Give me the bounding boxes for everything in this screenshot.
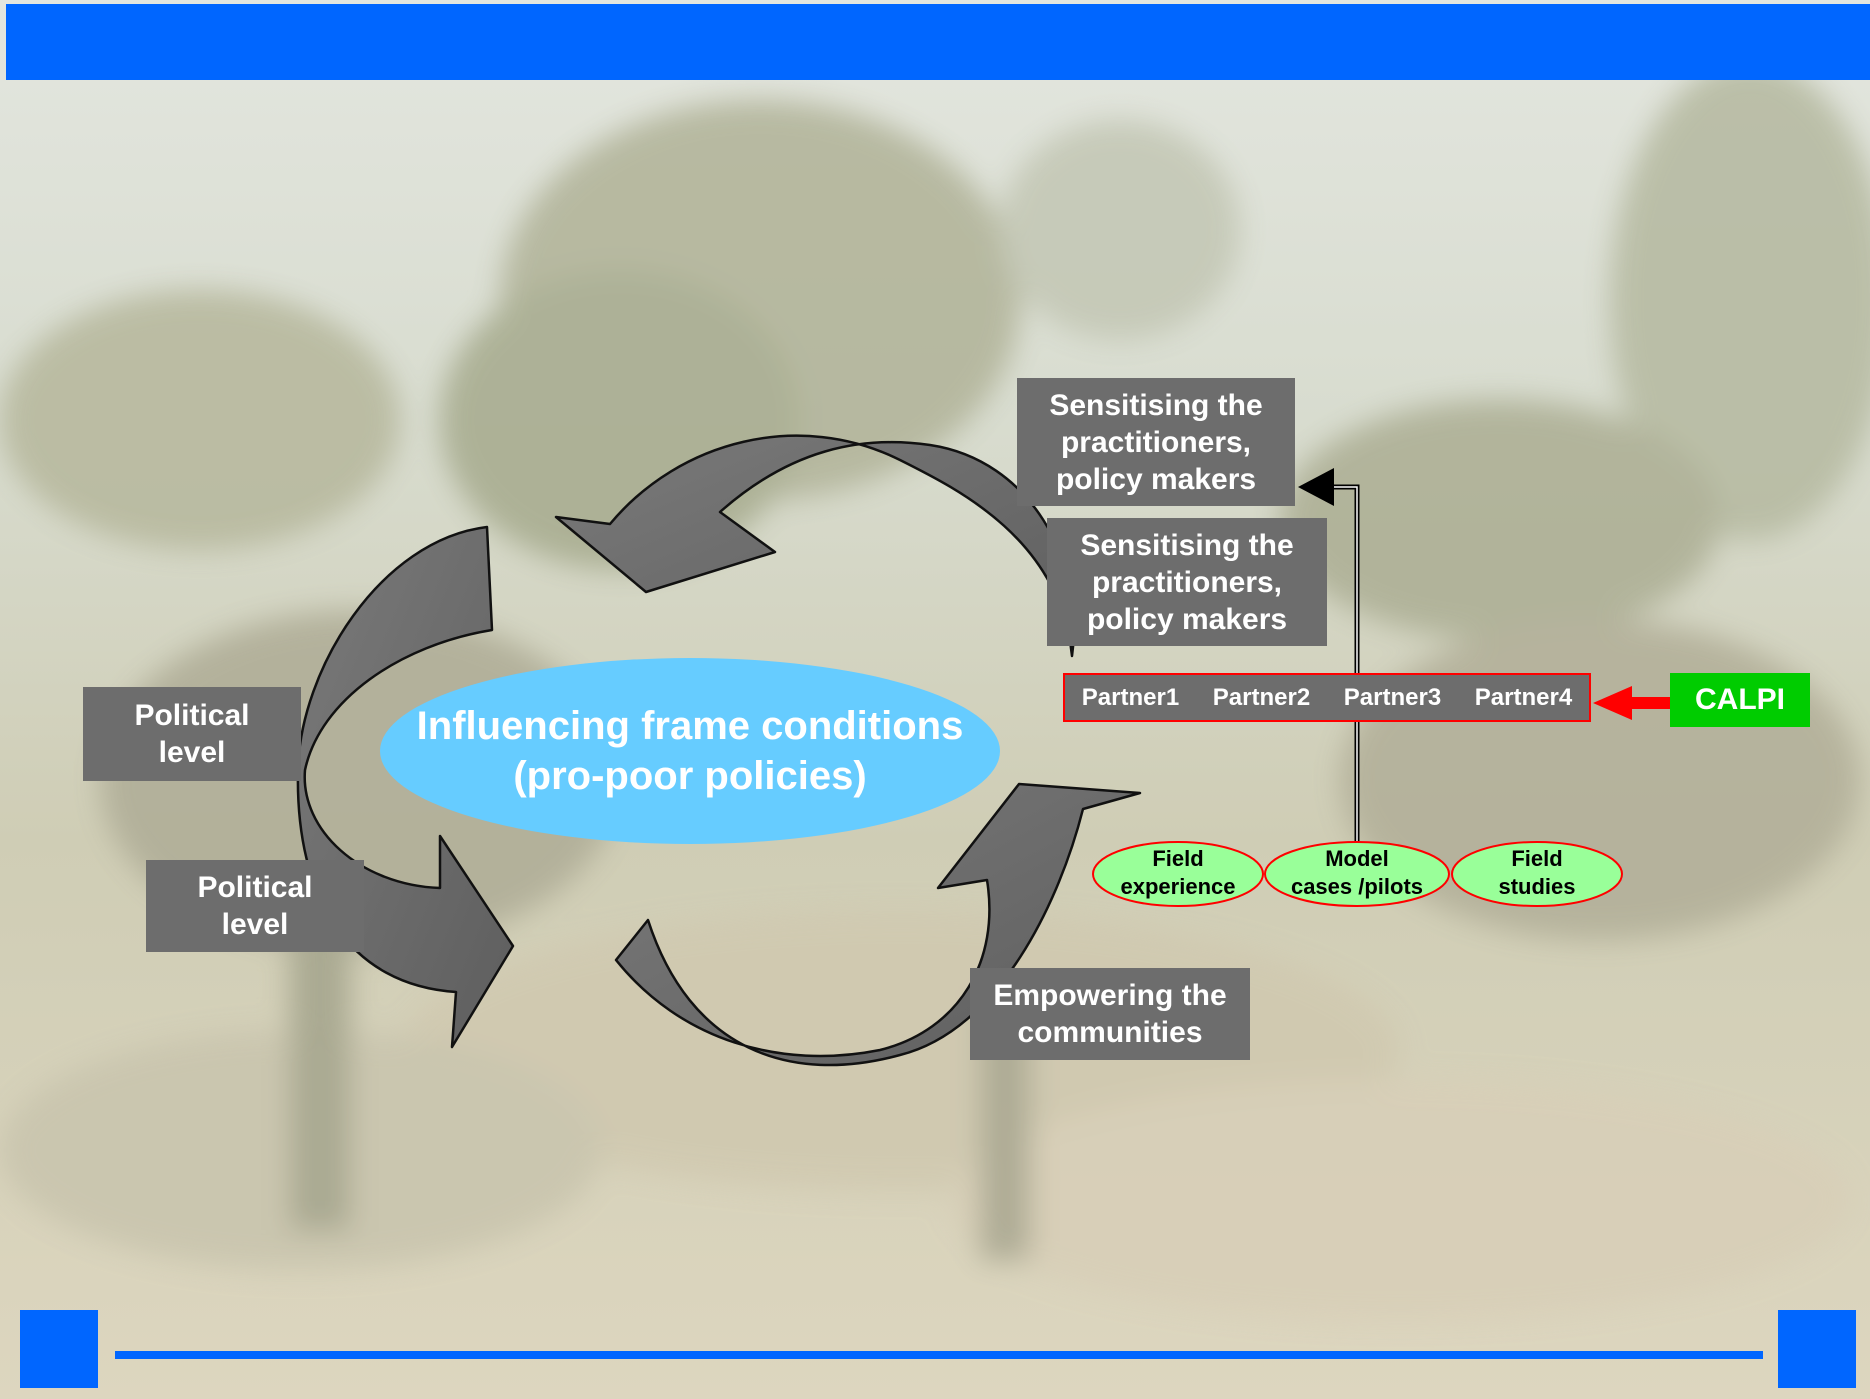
empowering-box: Empowering the communities (970, 968, 1250, 1060)
pill-model-cases (1264, 841, 1450, 907)
partner-label-3: Partner3 (1343, 683, 1442, 711)
political-level-box-bottom: Political level (146, 860, 364, 952)
center-title-line2: (pro-poor policies) (513, 754, 867, 798)
header-bar (6, 4, 1870, 80)
partner-label-1: Partner1 (1081, 683, 1180, 711)
pill-line: Model (1325, 846, 1389, 871)
footer-line (115, 1351, 1763, 1359)
calpi-arrowhead (1593, 686, 1632, 720)
center-ellipse-label: Influencing frame conditions (pro-poor p… (380, 658, 1000, 844)
connector-arrowhead (1298, 468, 1334, 506)
cycle-arrow-bottom (614, 782, 1142, 1067)
sensitising-box-bottom: Sensitising the practitioners, policy ma… (1047, 518, 1327, 646)
pill-label-field-studies: Field studies (1447, 842, 1627, 904)
pill-label-model-cases: Model cases /pilots (1267, 842, 1447, 904)
center-title-line1: Influencing frame conditions (416, 704, 964, 748)
pill-field-experience (1092, 841, 1264, 907)
pill-label-field-experience: Field experience (1088, 842, 1268, 904)
pill-line: Field (1511, 846, 1563, 871)
pill-line: Field (1152, 846, 1204, 871)
sensitising-box-top: Sensitising the practitioners, policy ma… (1017, 378, 1295, 506)
political-level-box-top: Political level (83, 687, 301, 781)
pill-line: experience (1120, 874, 1236, 899)
footer-square-right (1778, 1310, 1856, 1388)
partner-label-4: Partner4 (1474, 683, 1573, 711)
partners-bar: Partner1 Partner2 Partner3 Partner4 (1063, 673, 1591, 722)
cycle-arrow-top (554, 434, 1076, 658)
pill-line: cases /pilots (1290, 874, 1424, 899)
calpi-arrow-shaft (1630, 697, 1672, 709)
footer-square-left (20, 1310, 98, 1388)
center-ellipse (380, 658, 1000, 844)
calpi-box: CALPI (1670, 673, 1810, 727)
pill-line: studies (1498, 874, 1576, 899)
partner-label-2: Partner2 (1212, 683, 1311, 711)
pill-field-studies (1451, 841, 1623, 907)
